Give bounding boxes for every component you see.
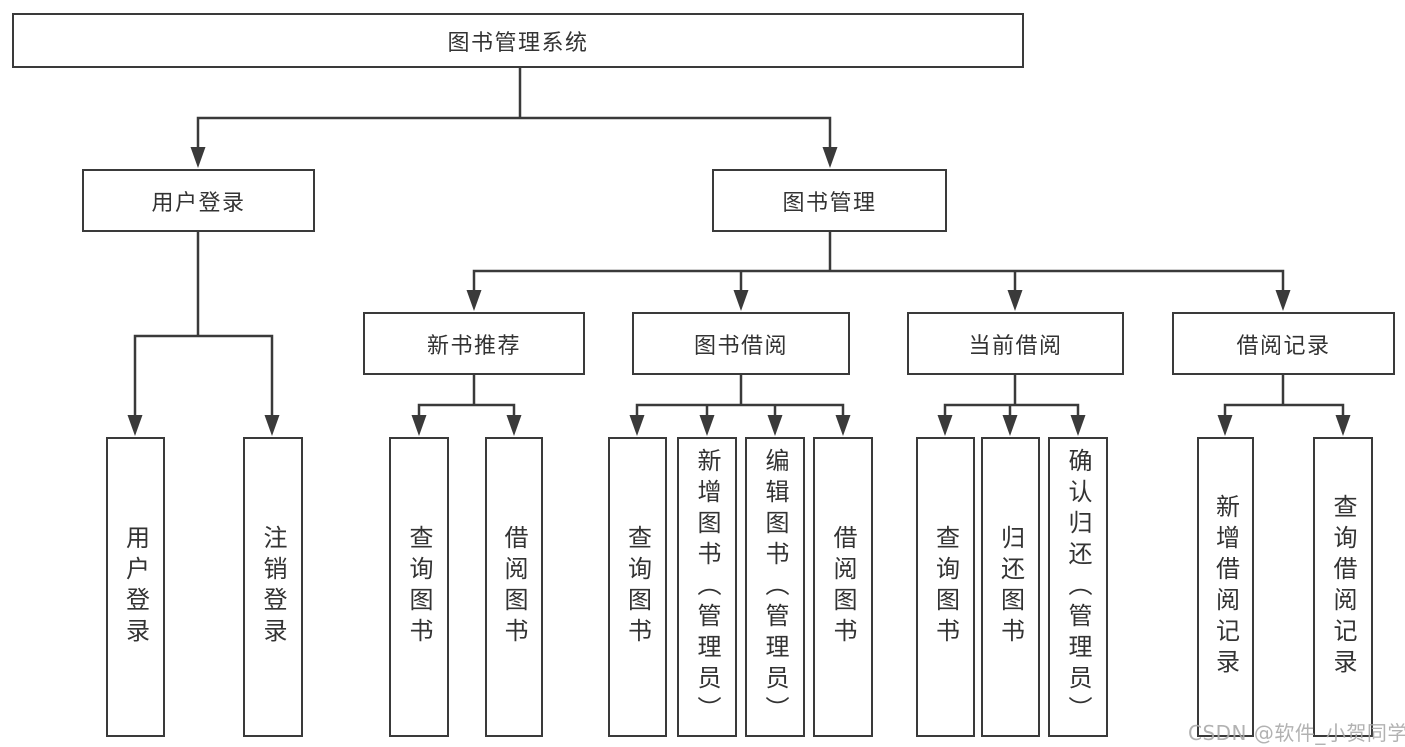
leaf-query-books: 查询图书 [389, 437, 449, 737]
node-user-login: 用户登录 [82, 169, 315, 232]
arrow-down-icon [937, 415, 953, 436]
connector-book-split [472, 230, 1285, 295]
leaf-label: 编辑图书（管理员） [761, 447, 789, 727]
arrow-down-icon [1217, 415, 1233, 436]
arrow-down-icon [264, 415, 280, 436]
node-book-management: 图书管理 [712, 169, 947, 232]
leaf-label: 归还图书 [996, 525, 1025, 649]
leaf-user-login: 用户登录 [106, 437, 165, 737]
node-current-borrow: 当前借阅 [907, 312, 1124, 375]
leaf-logout: 注销登录 [243, 437, 303, 737]
connector-section-newbook [417, 373, 516, 420]
leaf-label: 查询借阅记录 [1329, 494, 1357, 680]
node-label: 图书借阅 [693, 333, 788, 359]
arrow-down-icon [733, 290, 749, 311]
leaf-label: 借阅图书 [500, 525, 528, 649]
leaf-query-books: 查询图书 [916, 437, 975, 737]
arrow-down-icon [127, 415, 143, 436]
connector-section-record [1223, 373, 1345, 420]
leaf-edit-book-admin: 编辑图书（管理员） [745, 437, 805, 737]
leaf-query-books: 查询图书 [608, 437, 667, 737]
node-label: 新书推荐 [426, 333, 521, 359]
csdn-watermark: CSDN @软件_小贺同学 [1188, 721, 1405, 745]
arrow-down-icon [1002, 415, 1018, 436]
arrow-down-icon [699, 415, 715, 436]
leaf-label: 查询图书 [405, 525, 433, 649]
leaf-add-book-admin: 新增图书（管理员） [677, 437, 737, 737]
leaf-label: 确认归还（管理员） [1064, 447, 1092, 727]
arrowheads [127, 147, 1351, 436]
connector-root-split [196, 66, 832, 152]
arrow-down-icon [767, 415, 783, 436]
arrow-down-icon [411, 415, 427, 436]
arrow-down-icon [835, 415, 851, 436]
leaf-confirm-return-admin: 确认归还（管理员） [1048, 437, 1108, 737]
arrow-down-icon [629, 415, 645, 436]
node-label: 图书管理 [782, 190, 877, 216]
leaf-label: 新增图书（管理员） [693, 447, 721, 727]
node-root-system: 图书管理系统 [12, 13, 1024, 68]
arrow-down-icon [1275, 290, 1291, 311]
node-new-book-recommend: 新书推荐 [363, 312, 585, 375]
leaf-return-book: 归还图书 [981, 437, 1040, 737]
arrow-down-icon [822, 147, 838, 168]
node-book-borrow: 图书借阅 [632, 312, 850, 375]
arrow-down-icon [506, 415, 522, 436]
leaf-add-borrow-record: 新增借阅记录 [1197, 437, 1254, 737]
node-label: 借阅记录 [1236, 333, 1331, 359]
node-label: 当前借阅 [968, 333, 1063, 359]
leaf-label: 用户登录 [121, 525, 150, 649]
connector-section-borrow [635, 373, 845, 420]
leaf-borrow-books: 借阅图书 [485, 437, 543, 737]
leaf-label: 借阅图书 [829, 525, 857, 649]
arrow-down-icon [1070, 415, 1086, 436]
connector-section-current [943, 373, 1080, 420]
arrow-down-icon [190, 147, 206, 168]
arrow-down-icon [1007, 290, 1023, 311]
node-label: 用户登录 [151, 190, 246, 216]
leaf-label: 注销登录 [259, 525, 287, 649]
leaf-label: 查询图书 [623, 525, 652, 649]
leaf-label: 查询图书 [931, 525, 960, 649]
leaf-borrow-books: 借阅图书 [813, 437, 873, 737]
leaf-label: 新增借阅记录 [1211, 494, 1240, 680]
node-label: 图书管理系统 [447, 30, 589, 56]
arrow-down-icon [466, 290, 482, 311]
connector-user-split [133, 230, 274, 420]
leaf-query-borrow-record: 查询借阅记录 [1313, 437, 1373, 737]
node-borrow-record: 借阅记录 [1172, 312, 1395, 375]
arrow-down-icon [1335, 415, 1351, 436]
